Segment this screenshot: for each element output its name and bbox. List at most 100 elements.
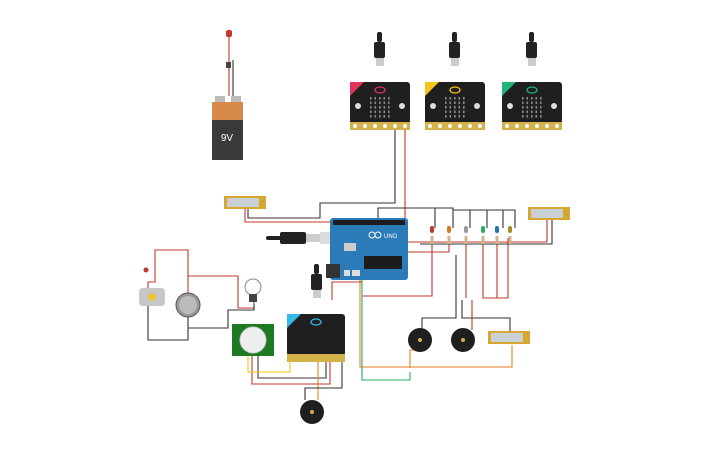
led-dot — [370, 106, 372, 109]
led-dot — [383, 115, 386, 118]
microbit-pin — [393, 124, 397, 128]
led-dot — [383, 106, 386, 109]
led-dot — [535, 115, 538, 118]
microbit-pin — [428, 124, 432, 128]
battery-switch-icon — [226, 62, 231, 68]
led-dot — [522, 115, 524, 118]
led-dot — [379, 97, 381, 100]
led-dot — [388, 115, 390, 118]
led[interactable] — [481, 226, 485, 233]
microbit-pin — [363, 124, 367, 128]
lcd-display-3[interactable] — [488, 331, 530, 344]
resistor[interactable] — [464, 236, 468, 244]
led-dot — [374, 101, 377, 105]
led-dot — [522, 106, 524, 109]
microbit-button[interactable] — [507, 103, 513, 109]
led-dot — [388, 101, 390, 105]
wire-lcd1-red — [244, 208, 332, 223]
led-dot — [383, 97, 386, 100]
battery-9v[interactable]: 9V — [212, 30, 243, 160]
led-dot — [522, 97, 524, 100]
led-dot — [535, 110, 538, 114]
led-dot — [370, 110, 372, 114]
resistor[interactable] — [508, 236, 512, 244]
microbit-pin — [545, 124, 549, 128]
microbit-pin — [555, 124, 559, 128]
led-dot — [454, 97, 456, 100]
microbit-pin — [438, 124, 442, 128]
led-dot — [454, 110, 456, 114]
vibration-motor[interactable] — [175, 292, 201, 318]
resistor[interactable] — [447, 236, 451, 244]
led[interactable] — [464, 226, 468, 233]
dc-motor[interactable] — [139, 267, 165, 307]
led-dot — [374, 115, 377, 118]
light-bulb-icon[interactable] — [244, 278, 262, 302]
wire-pir-red — [251, 356, 331, 385]
resistor[interactable] — [495, 236, 499, 244]
microbit-4[interactable] — [287, 264, 345, 362]
led-dot — [379, 110, 381, 114]
led-dot — [522, 110, 524, 114]
led-dot — [531, 106, 533, 109]
microbit-pin — [525, 124, 529, 128]
led[interactable] — [495, 226, 499, 233]
wire-led-red-1 — [362, 238, 433, 297]
led-dot — [449, 115, 452, 118]
led-dot — [526, 101, 529, 105]
usb-cable — [314, 264, 319, 274]
led-dot — [540, 101, 542, 105]
usb-cable — [377, 32, 382, 42]
led-dot — [540, 106, 542, 109]
led-dot — [540, 110, 542, 114]
wire-led-red-4 — [482, 238, 500, 299]
resistor[interactable] — [430, 236, 434, 244]
microbit-1[interactable] — [350, 32, 410, 130]
microbit-button[interactable] — [399, 103, 405, 109]
microbit-pin — [478, 124, 482, 128]
microbit-pin — [403, 124, 407, 128]
led-dot — [370, 101, 372, 105]
led-dot — [458, 101, 461, 105]
microbit-button[interactable] — [474, 103, 480, 109]
led-dot — [449, 106, 452, 109]
led-dot — [535, 106, 538, 109]
lcd-display-2[interactable] — [528, 207, 570, 220]
pir-sensor[interactable] — [232, 324, 274, 356]
buzzer-2[interactable] — [451, 328, 475, 352]
wire-led-red-5 — [496, 238, 509, 299]
led-dot — [458, 106, 461, 109]
led-dot — [458, 110, 461, 114]
lcd-display-1[interactable] — [224, 196, 266, 209]
wire-ard-led-black-5 — [487, 209, 504, 228]
microbit-button[interactable] — [551, 103, 557, 109]
wire-ard-led-black-4 — [470, 209, 488, 228]
wire-pir-yellow — [247, 356, 291, 373]
led[interactable] — [508, 226, 512, 233]
wire-orange-2 — [409, 349, 420, 368]
microbit-pin — [448, 124, 452, 128]
led-dot — [445, 106, 447, 109]
led[interactable] — [430, 226, 434, 233]
microbit-button[interactable] — [430, 103, 436, 109]
wire-orange-1 — [359, 264, 513, 368]
led-dot — [458, 115, 461, 118]
microbit-pin — [458, 124, 462, 128]
arduino-uno[interactable]: UNO — [326, 218, 408, 280]
led-dot — [463, 115, 465, 118]
led-dot — [445, 97, 447, 100]
buzzer-3[interactable] — [300, 400, 324, 424]
usb-cable — [529, 32, 534, 42]
led-dot — [445, 101, 447, 105]
led-dot — [379, 115, 381, 118]
microbit-button[interactable] — [355, 103, 361, 109]
wire-ard-bottom — [331, 281, 362, 300]
led-dot — [383, 101, 386, 105]
resistor[interactable] — [481, 236, 485, 244]
led[interactable] — [447, 226, 451, 233]
wire-ard-led-black-3 — [453, 209, 471, 228]
led-dot — [463, 106, 465, 109]
buzzer-1[interactable] — [408, 328, 432, 352]
wire-motor-black — [147, 306, 189, 341]
